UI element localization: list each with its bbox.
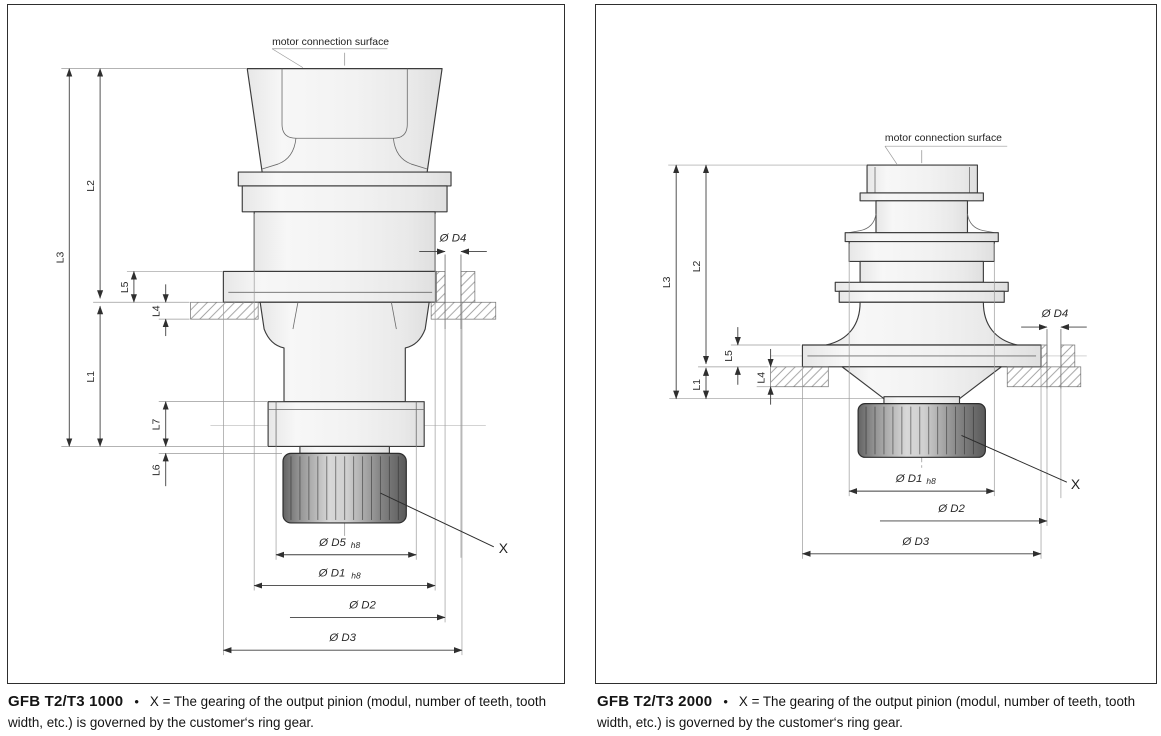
dim-label-l7: L7	[152, 419, 163, 431]
dim-label-d4: Ø D4	[439, 233, 467, 245]
motor-connection-annotation: motor connection surface	[885, 133, 1002, 144]
dim-label-l5: L5	[724, 350, 735, 362]
caption-gfb-2000: GFB T2/T3 2000 •X = The gearing of the ou…	[597, 691, 1157, 733]
output-pinion-gear	[857, 403, 986, 458]
x-reference: X	[380, 492, 508, 556]
motor-connection-annotation: motor connection surface	[272, 37, 389, 48]
model-name: GFB T2/T3 1000	[8, 693, 124, 710]
bullet-separator: •	[134, 694, 139, 709]
dim-label-l1: L1	[86, 371, 97, 383]
dim-label-l2: L2	[86, 180, 97, 192]
dim-label-d2: Ø D2	[937, 503, 965, 515]
extension-lines	[61, 48, 463, 656]
dim-label-l5: L5	[120, 281, 131, 293]
dim-label-l4: L4	[757, 372, 768, 384]
extension-lines	[668, 145, 1062, 559]
dim-label-d3: Ø D3	[328, 632, 356, 644]
dim-label-d2: Ø D2	[348, 599, 376, 611]
annotation: motor connection surface	[885, 133, 1002, 144]
x-marker-label: X	[1071, 476, 1080, 492]
model-name: GFB T2/T3 2000	[597, 693, 713, 710]
caption-gfb-1000: GFB T2/T3 1000 •X = The gearing of the ou…	[8, 691, 564, 733]
dimension-lines	[66, 68, 487, 654]
dim-label-l6: L6	[152, 464, 163, 476]
caption-note: X = The gearing of the output pinion (mo…	[597, 694, 1136, 730]
customer-plate-hatching	[770, 329, 1082, 389]
dimension-lines	[673, 164, 1087, 557]
x-marker-label: X	[499, 540, 508, 556]
dim-label-l1: L1	[692, 379, 703, 391]
dim-label-l4: L4	[152, 305, 163, 317]
part-outline	[222, 68, 452, 454]
dim-label-d3: Ø D3	[901, 536, 929, 548]
x-reference: X	[961, 435, 1080, 492]
customer-plate-hatching	[190, 254, 497, 330]
bullet-separator: •	[723, 694, 728, 709]
output-pinion-gear	[282, 452, 407, 524]
dim-label-d4: Ø D4	[1041, 308, 1069, 320]
dim-label-l3: L3	[662, 276, 673, 288]
annotation: motor connection surface	[272, 37, 389, 48]
part-outline	[801, 164, 1042, 406]
caption-note: X = The gearing of the output pinion (mo…	[8, 694, 547, 730]
dim-label-l3: L3	[55, 252, 66, 264]
dim-label-l2: L2	[692, 260, 703, 272]
